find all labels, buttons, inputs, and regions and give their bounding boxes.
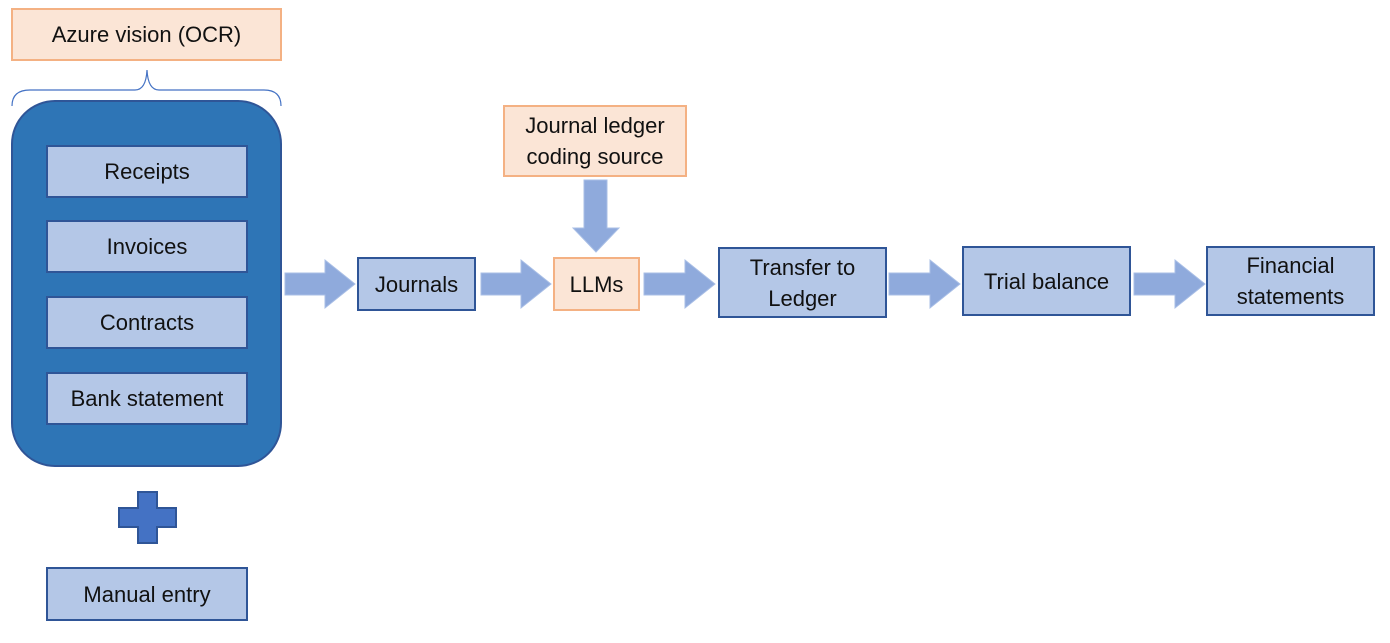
- right-arrow-icon: [1133, 258, 1206, 310]
- transfer-to-ledger-label: Transfer to Ledger: [749, 254, 856, 311]
- down-arrow-icon: [571, 179, 621, 253]
- source-item-label: Contracts: [99, 310, 195, 335]
- source-item-label: Invoices: [106, 234, 188, 259]
- trial-balance-box: Trial balance: [962, 246, 1131, 316]
- transfer-to-ledger-box: Transfer to Ledger: [718, 247, 887, 318]
- right-arrow-icon: [284, 258, 356, 310]
- financial-statements-box: Financial statements: [1206, 246, 1375, 316]
- source-item-label: Receipts: [104, 159, 190, 184]
- ocr-title-label: Azure vision (OCR): [51, 22, 242, 47]
- financial-statements-label: Financial statements: [1236, 253, 1345, 309]
- right-arrow-icon: [480, 258, 552, 310]
- source-item-label: Bank statement: [70, 386, 224, 411]
- source-item-invoices: Invoices: [46, 220, 248, 273]
- source-item-contracts: Contracts: [46, 296, 248, 349]
- coding-source-label: Journal ledger coding source: [525, 113, 665, 169]
- llms-label: LLMs: [569, 271, 624, 297]
- manual-entry-label: Manual entry: [83, 581, 211, 607]
- manual-entry-box: Manual entry: [46, 567, 248, 621]
- source-item-bank-statement: Bank statement: [46, 372, 248, 425]
- coding-source-box: Journal ledger coding source: [503, 105, 687, 177]
- ocr-title-box: Azure vision (OCR): [11, 8, 282, 61]
- source-item-receipts: Receipts: [46, 145, 248, 198]
- journals-box: Journals: [357, 257, 476, 311]
- plus-icon: [118, 491, 177, 544]
- right-arrow-icon: [643, 258, 716, 310]
- llms-box: LLMs: [553, 257, 640, 311]
- right-arrow-icon: [888, 258, 961, 310]
- journals-label: Journals: [374, 271, 459, 297]
- curly-brace: [11, 69, 282, 107]
- trial-balance-label: Trial balance: [983, 268, 1110, 294]
